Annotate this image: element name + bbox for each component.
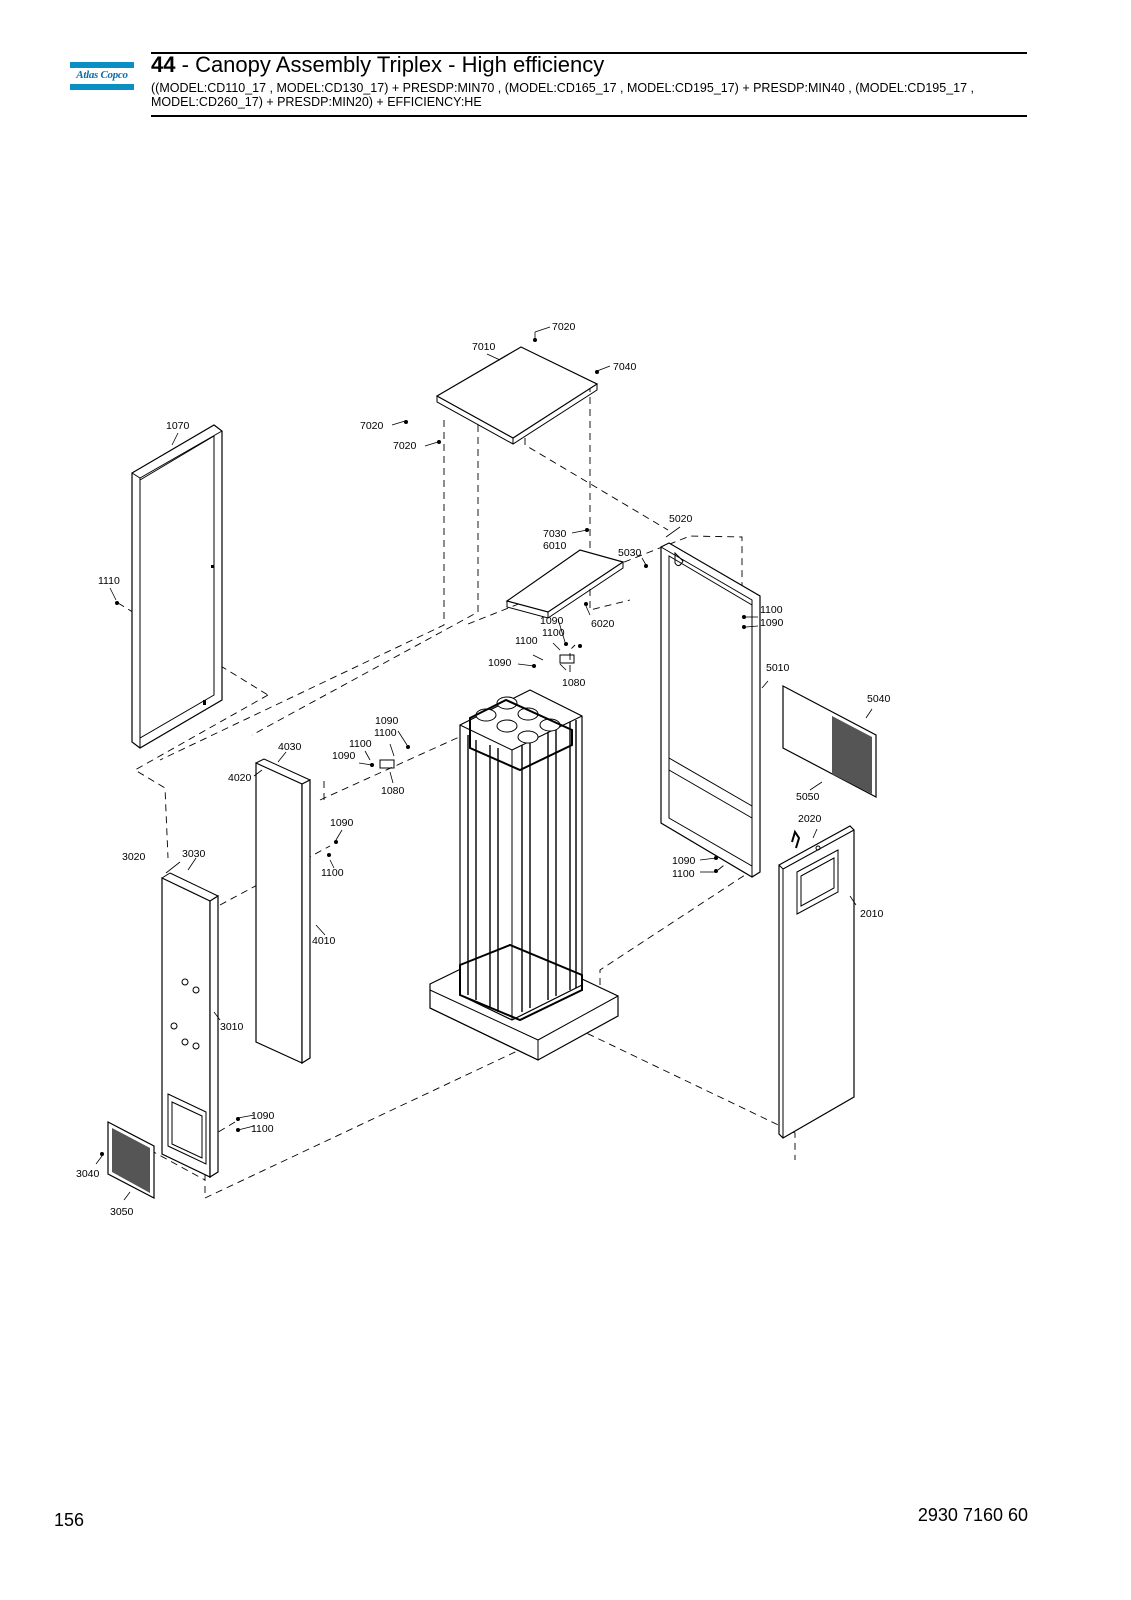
callout-1100: 1100	[542, 627, 565, 639]
callout-4010: 4010	[312, 935, 336, 947]
front-panel-3010	[161, 872, 219, 1179]
callout-6020: 6020	[591, 618, 615, 630]
rear-frame-5010	[660, 542, 761, 878]
callout-3010: 3010	[220, 1021, 244, 1033]
dryer-tower-assembly	[429, 689, 619, 1061]
callout-4020: 4020	[228, 772, 252, 784]
side-frame-1070	[131, 424, 223, 749]
callout-2010: 2010	[860, 908, 884, 920]
section-number: 44	[151, 52, 176, 77]
callout-3030: 3030	[182, 848, 206, 860]
callout-1090: 1090	[332, 750, 356, 762]
callout-1100: 1100	[374, 727, 397, 739]
callout-7020: 7020	[360, 420, 384, 432]
logo-text: Atlas Copco	[76, 69, 128, 81]
callout-1100: 1100	[349, 738, 372, 750]
callout-4030: 4030	[278, 741, 302, 753]
callout-1090: 1090	[760, 617, 784, 629]
vent-grille-5040	[782, 685, 877, 798]
callout-1080: 1080	[381, 785, 405, 797]
header-top-rule	[151, 52, 1027, 54]
callout-1090: 1090	[251, 1110, 275, 1122]
callout-1090: 1090	[488, 657, 512, 669]
callout-6010: 6010	[543, 540, 567, 552]
callout-1100: 1100	[515, 635, 538, 647]
callout-5050: 5050	[796, 791, 820, 803]
front-door-2010	[778, 825, 855, 1139]
callout-1100: 1100	[321, 867, 344, 879]
callout-7020: 7020	[393, 440, 417, 452]
callout-5010: 5010	[766, 662, 790, 674]
callout-5040: 5040	[867, 693, 891, 705]
callout-7010: 7010	[472, 341, 496, 353]
callout-7040: 7040	[613, 361, 637, 373]
callout-labels: 7020 7010 7040 7020 7020 1070 1110 7030 …	[76, 321, 891, 1218]
callout-2020: 2020	[798, 813, 822, 825]
callout-1070: 1070	[166, 420, 190, 432]
side-panel-4010	[255, 758, 311, 1065]
title-separator: -	[181, 52, 196, 77]
callout-1100: 1100	[672, 868, 695, 880]
atlas-copco-logo: Atlas Copco	[70, 62, 134, 94]
callout-1080: 1080	[562, 677, 586, 689]
page-number: 156	[54, 1510, 85, 1530]
callout-1090: 1090	[672, 855, 696, 867]
callout-3050: 3050	[110, 1206, 134, 1218]
callout-3040: 3040	[76, 1168, 100, 1180]
callout-1100: 1100	[251, 1123, 274, 1135]
vent-grille-3040	[107, 1121, 155, 1199]
roof-panel-7010	[435, 346, 599, 445]
header-bottom-rule	[151, 115, 1027, 117]
callout-1090: 1090	[540, 615, 564, 627]
callout-7020: 7020	[552, 321, 576, 333]
callout-5030: 5030	[618, 547, 642, 559]
fastener-markers	[100, 338, 746, 1156]
document-number: 2930 7160 60	[917, 1505, 1028, 1525]
section-title: Canopy Assembly Triplex - High efficienc…	[195, 52, 605, 77]
callout-1090: 1090	[375, 715, 399, 727]
model-applicability: ((MODEL:CD110_17 , MODEL:CD130_17) + PRE…	[151, 81, 974, 109]
page-title: 44 - Canopy Assembly Triplex - High effi…	[151, 52, 604, 78]
callout-1110: 1110	[98, 575, 120, 587]
shelf-panel-6010	[505, 549, 625, 619]
callout-leaders	[95, 326, 873, 1201]
callout-1090: 1090	[330, 817, 354, 829]
callout-1100: 1100	[760, 604, 783, 616]
callout-3020: 3020	[122, 851, 146, 863]
callout-5020: 5020	[669, 513, 693, 525]
callout-7030: 7030	[543, 528, 567, 540]
